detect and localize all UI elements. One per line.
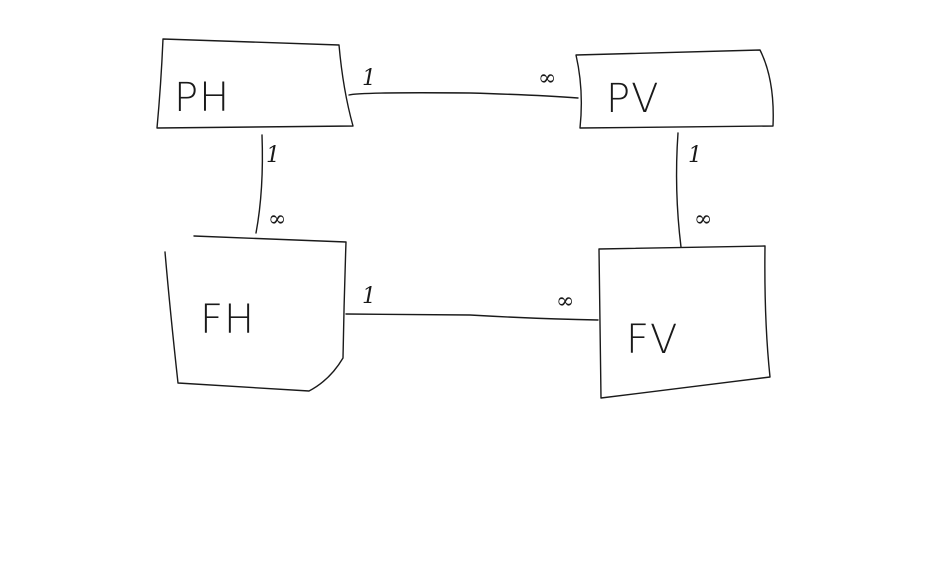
relation-ph-pv[interactable]: 1 ∞: [348, 66, 579, 99]
entity-fh[interactable]: FH: [164, 235, 347, 392]
relation-pv-fv-card-to: ∞: [694, 207, 712, 232]
relation-ph-fh-card-to: ∞: [268, 207, 286, 232]
entity-pv-box: [575, 49, 774, 129]
relation-ph-fh-line: [255, 134, 264, 234]
relation-pv-fv[interactable]: 1 ∞: [675, 132, 713, 248]
relation-ph-fh-card-from: 1: [266, 143, 280, 168]
relation-fh-fv-card-to: ∞: [556, 289, 574, 314]
entity-pv[interactable]: PV: [575, 49, 774, 129]
relation-fh-fv-card-from: 1: [362, 284, 376, 309]
relation-ph-fh[interactable]: 1 ∞: [255, 134, 286, 234]
relation-ph-pv-line: [348, 92, 579, 99]
entity-fh-label: FH: [200, 297, 255, 343]
relation-ph-pv-card-to: ∞: [538, 66, 556, 91]
relation-fh-fv-line: [345, 313, 599, 321]
entity-fv-label: FV: [626, 317, 678, 363]
entity-pv-label: PV: [606, 76, 659, 122]
entity-fv-box: [598, 245, 771, 399]
relation-ph-pv-card-from: 1: [362, 66, 376, 91]
entity-ph[interactable]: PH: [156, 38, 354, 129]
relation-pv-fv-line: [675, 132, 682, 248]
relation-pv-fv-card-from: 1: [688, 143, 702, 168]
entity-ph-label: PH: [174, 75, 230, 121]
entity-ph-box: [156, 38, 354, 129]
relation-fh-fv[interactable]: 1 ∞: [345, 284, 599, 321]
entity-fv[interactable]: FV: [598, 245, 771, 399]
entity-fh-box: [164, 235, 347, 392]
